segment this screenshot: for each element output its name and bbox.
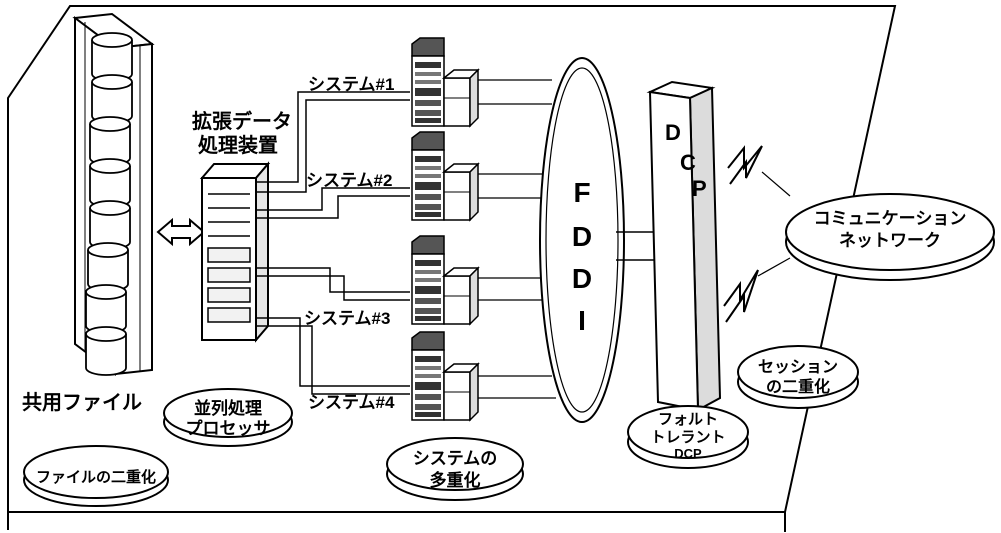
system-label-2: システム#2 xyxy=(306,171,392,190)
session-duplex-label-line1: セッション xyxy=(758,359,838,376)
parallel-processor-label-line1: 並列処理 xyxy=(194,398,262,418)
fddi-letter-f: F xyxy=(573,177,590,208)
extended-data-processor-unit xyxy=(202,164,268,340)
fault-tolerant-label-line2: トレラント xyxy=(650,429,725,446)
fddi-letter-d2: D xyxy=(572,263,592,294)
system-label-4: システム#4 xyxy=(308,393,395,412)
system-multiplex-disk xyxy=(387,438,523,500)
shared-file-label: 共用ファイル xyxy=(22,391,142,414)
fddi-letter-d1: D xyxy=(572,221,592,252)
dcp-letter-d: D xyxy=(665,120,681,145)
system-label-1: システム#1 xyxy=(308,75,394,94)
communication-network-label-line1: コミュニケーション xyxy=(814,209,967,228)
dcp-letter-p: P xyxy=(692,176,707,201)
parallel-processor-label-line2: プロセッサ xyxy=(186,418,271,438)
system-multiplex-label-line1: システムの xyxy=(413,449,498,468)
fault-tolerant-label-line3: DCP xyxy=(674,446,702,461)
communication-network-label-line2: ネットワーク xyxy=(839,231,941,250)
system-multiplex-label-line2: 多重化 xyxy=(430,470,481,490)
file-duplex-label: ファイルの二重化 xyxy=(36,468,156,486)
extended-data-processor-label-line2: 処理装置 xyxy=(198,133,278,157)
dcp-unit: D C P xyxy=(650,82,720,410)
system-label-3: システム#3 xyxy=(304,309,390,328)
fddi-letter-i: I xyxy=(578,305,586,336)
shared-file-rack xyxy=(75,14,152,375)
extended-data-processor-label-line1: 拡張データ xyxy=(192,109,292,133)
session-duplex-disk xyxy=(738,346,858,408)
fault-tolerant-label-line1: フォルト xyxy=(658,411,718,428)
fddi-ring: F D D I xyxy=(540,58,624,422)
session-duplex-label-line2: の二重化 xyxy=(766,377,830,396)
dcp-letter-c: C xyxy=(680,150,696,175)
